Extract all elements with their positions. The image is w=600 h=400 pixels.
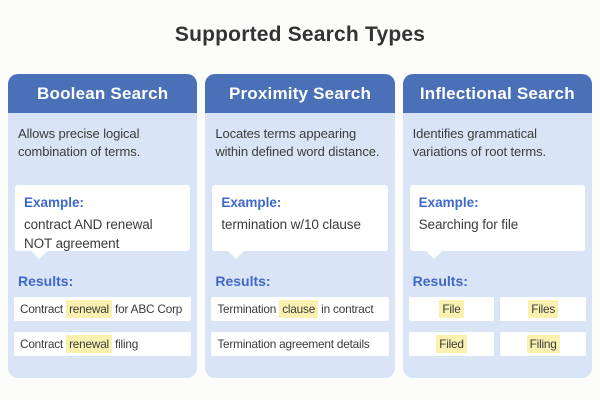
example-label: Example: (418, 195, 479, 210)
result-item: Termination agreement details (211, 332, 389, 356)
example-label: Example: (24, 195, 85, 210)
text-line: Allows precise logical (18, 126, 140, 141)
example-text: termination w/10 clause (221, 215, 378, 234)
result-text: filing (111, 337, 139, 351)
example-bubble: Example: contract AND renewal NOT agreem… (15, 185, 191, 259)
card-boolean-search: Boolean Search Allows precise logical co… (8, 74, 198, 378)
highlighted-term: Filing (526, 335, 560, 353)
card-body: Locates terms appearing within defined w… (205, 113, 395, 378)
result-text: Contract (20, 337, 67, 351)
card-inflectional-search: Inflectional Search Identifies grammatic… (402, 74, 592, 378)
result-item: Contract renewal filing (14, 332, 192, 356)
card-header: Proximity Search (205, 74, 395, 113)
card-description: Locates terms appearing within defined w… (215, 125, 384, 161)
card-header: Inflectional Search (402, 74, 592, 113)
result-item: File (408, 297, 495, 321)
result-item: Filed (408, 332, 495, 356)
highlighted-term: renewal (66, 300, 112, 318)
result-item: Files (500, 297, 586, 321)
card-title: Proximity Search (228, 83, 372, 103)
highlighted-term: clause (279, 300, 319, 318)
results-list: Termination clause in contract Terminati… (211, 297, 389, 356)
text-line: within defined word distance. (215, 144, 380, 159)
result-item: Contract renewal for ABC Corp (14, 297, 192, 321)
result-item: Filing (500, 332, 586, 356)
results-label: Results: (18, 273, 74, 289)
card-proximity-search: Proximity Search Locates terms appearing… (205, 74, 395, 378)
result-item: Termination clause in contract (211, 297, 389, 321)
highlighted-term: File (439, 300, 464, 318)
highlighted-term: renewal (66, 335, 112, 353)
result-text: Termination agreement details (217, 337, 370, 351)
card-body: Allows precise logical combination of te… (8, 113, 198, 378)
text-line: variations of root terms. (412, 144, 546, 159)
text-line: Searching for file (418, 217, 519, 232)
card-title: Inflectional Search (419, 83, 575, 103)
card-title: Boolean Search (37, 83, 169, 103)
highlighted-term: Filed (436, 335, 467, 353)
example-text: contract AND renewal NOT agreement (24, 215, 181, 253)
card-description: Identifies grammatical variations of roo… (413, 125, 582, 161)
results-label: Results: (412, 273, 468, 289)
result-text: Termination (217, 302, 280, 316)
text-line: Locates terms appearing (215, 126, 357, 141)
example-bubble: Example: termination w/10 clause (212, 185, 388, 259)
page-title: Supported Search Types (174, 23, 426, 46)
card-description: Allows precise logical combination of te… (18, 125, 187, 161)
text-line: NOT agreement (24, 236, 120, 251)
example-text: Searching for file (419, 215, 576, 234)
result-text: in contract (318, 302, 374, 316)
card-header: Boolean Search (8, 74, 198, 113)
result-text: Contract (20, 302, 67, 316)
highlighted-term: Files (528, 300, 559, 318)
text-line: contract AND renewal (24, 217, 153, 232)
example-bubble: Example: Searching for file (409, 185, 585, 259)
results-label: Results: (215, 273, 271, 289)
text-line: termination w/10 clause (221, 217, 361, 232)
text-line: Identifies grammatical (412, 126, 537, 141)
text-line: combination of terms. (18, 144, 141, 159)
card-body: Identifies grammatical variations of roo… (402, 113, 592, 378)
result-text: for ABC Corp (111, 302, 183, 316)
results-grid: File Files Filed Filing (408, 297, 586, 356)
cards-container: Boolean Search Allows precise logical co… (8, 74, 592, 378)
example-label: Example: (221, 195, 282, 210)
results-list: Contract renewal for ABC Corp Contract r… (14, 297, 192, 356)
